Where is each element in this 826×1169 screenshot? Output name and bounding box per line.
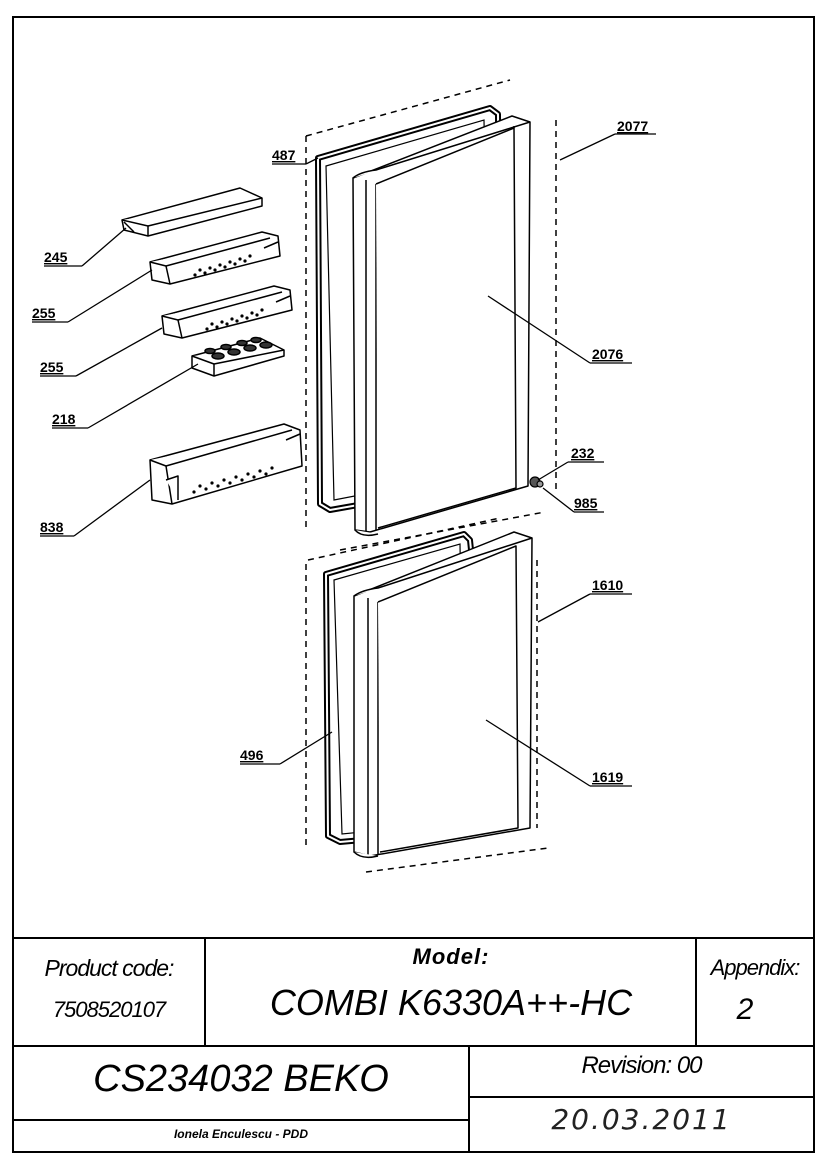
- product-code-label: Product code:: [44, 955, 175, 981]
- leader-lines: [32, 133, 656, 787]
- lower-door-outline: [305, 517, 549, 873]
- callout-245: 245: [44, 249, 68, 265]
- callout-838: 838: [40, 519, 64, 535]
- callout-496: 496: [240, 747, 264, 763]
- revision: Revision: 00: [581, 1052, 702, 1079]
- callout-1619: 1619: [592, 769, 623, 785]
- part-838-bottle-shelf: [149, 423, 303, 505]
- part-232-985-hinge: [529, 476, 544, 488]
- callout-labels: 487 2077 245 255 255 218 2076 232 985 83…: [32, 118, 648, 785]
- part-218-egg-tray: [191, 336, 285, 377]
- callout-1610: 1610: [592, 577, 623, 593]
- callout-232: 232: [571, 445, 595, 461]
- product-code-value: 7508520107: [52, 997, 166, 1022]
- callout-218: 218: [52, 411, 76, 427]
- callout-2076: 2076: [592, 346, 623, 362]
- appendix-value: 2: [736, 993, 754, 1026]
- callout-487: 487: [272, 147, 296, 163]
- part-255-door-shelf-b: [161, 285, 293, 339]
- date: 20.03.2011: [551, 1103, 732, 1136]
- lower-door: [353, 531, 533, 859]
- callout-255-a: 255: [32, 305, 56, 321]
- part-245-shelf-cover: [121, 187, 263, 237]
- document-code: CS234032 BEKO: [93, 1058, 389, 1100]
- model-label: Model:: [412, 944, 490, 969]
- callout-985: 985: [574, 495, 598, 511]
- appendix-label: Appendix:: [710, 955, 801, 980]
- part-255-door-shelf-a: [149, 231, 281, 285]
- callout-2077: 2077: [617, 118, 648, 134]
- upper-door: [352, 115, 531, 537]
- title-block-grid: [13, 937, 814, 1152]
- author: Ionela Enculescu - PDD: [173, 1127, 309, 1141]
- callout-255-b: 255: [40, 359, 64, 375]
- model-value: COMBI K6330A++-HC: [269, 982, 633, 1023]
- drawing-border: [12, 16, 815, 1153]
